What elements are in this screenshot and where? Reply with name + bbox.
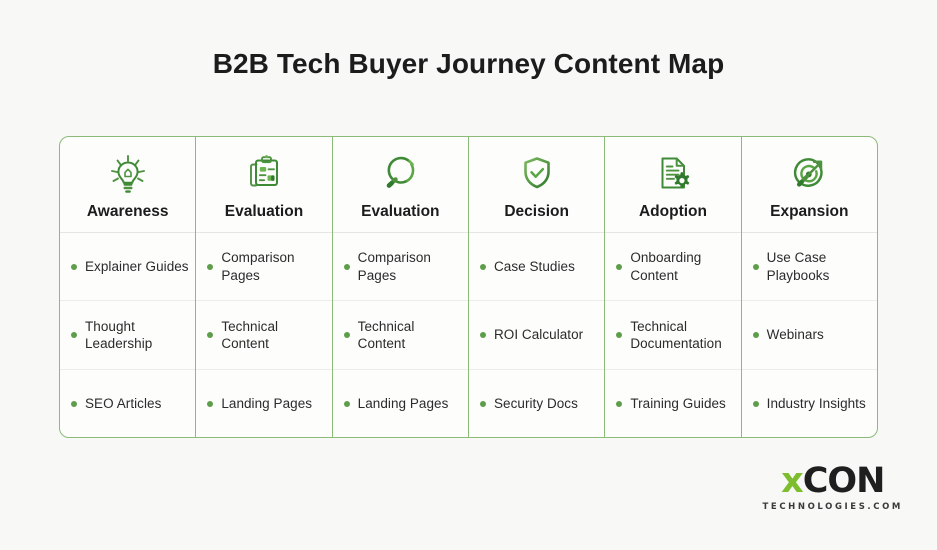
- stage-label: Adoption: [638, 203, 707, 220]
- bullet-icon: [207, 400, 214, 407]
- list-item-label: ROI Calculator: [493, 327, 584, 343]
- clipboard-checklist-icon: [241, 151, 287, 197]
- bullet-icon: [752, 400, 759, 407]
- content-items-list: Onboarding Content Technical Documentati…: [605, 233, 741, 437]
- bullet-icon: [479, 264, 486, 271]
- stage-label: Awareness: [86, 203, 169, 220]
- list-item-label: Training Guides: [630, 395, 726, 411]
- bullet-icon: [343, 264, 350, 271]
- logo-wordmark: xCON: [781, 461, 886, 501]
- stage-column-evaluation-search: Evaluation Comparison Pages Technical Co…: [332, 137, 469, 437]
- list-item-label: Comparison Pages: [221, 250, 295, 283]
- list-item: Industry Insights: [742, 370, 877, 437]
- list-item: Technical Documentation: [605, 301, 741, 370]
- list-item-label: Technical Documentation: [630, 318, 722, 351]
- list-item-label: Use Case Playbooks: [766, 250, 830, 283]
- stage-column-awareness: Awareness Explainer Guides Thought Leade…: [60, 137, 197, 437]
- bullet-icon: [752, 264, 759, 271]
- list-item-label: Thought Leadership: [85, 318, 153, 351]
- list-item-label: SEO Articles: [85, 395, 162, 411]
- list-item: Training Guides: [605, 370, 740, 437]
- content-items-list: Use Case Playbooks Webinars Industry Ins…: [741, 233, 877, 437]
- stage-column-expansion: Expansion Use Case Playbooks Webinars In…: [741, 137, 877, 437]
- bullet-icon: [616, 264, 623, 271]
- lightbulb-icon: [105, 151, 151, 197]
- list-item-label: Security Docs: [493, 395, 578, 411]
- list-item: Comparison Pages: [196, 233, 332, 302]
- page-title: B2B Tech Buyer Journey Content Map: [212, 48, 725, 79]
- bullet-icon: [616, 332, 623, 339]
- list-item-label: Industry Insights: [766, 395, 866, 411]
- list-item: SEO Articles: [60, 370, 195, 437]
- content-items-list: Comparison Pages Technical Content Landi…: [332, 233, 468, 437]
- magnifying-glass-icon: [377, 151, 423, 197]
- stage-label: Expansion: [770, 203, 849, 220]
- list-item-label: Technical Content: [221, 318, 279, 351]
- stage-column-decision: Decision Case Studies ROI Calculator Sec…: [468, 137, 606, 437]
- content-items-list: Explainer Guides Thought Leadership SEO …: [60, 233, 196, 437]
- list-item: Technical Content: [332, 301, 468, 370]
- stage-header: Adoption: [605, 137, 741, 233]
- bullet-icon: [752, 332, 759, 339]
- stage-header: Evaluation: [332, 137, 468, 233]
- list-item-label: Technical Content: [357, 318, 415, 351]
- stage-label: Evaluation: [224, 203, 304, 220]
- list-item: Onboarding Content: [605, 233, 741, 302]
- list-item: Thought Leadership: [60, 301, 196, 370]
- target-arrow-icon: [786, 151, 832, 197]
- bullet-icon: [479, 332, 486, 339]
- stage-label: Decision: [504, 203, 569, 220]
- logo-tagline: TECHNOLOGIES.COM: [762, 502, 903, 512]
- list-item: Explainer Guides: [60, 233, 196, 302]
- list-item-label: Landing Pages: [221, 395, 313, 411]
- list-item-label: Comparison Pages: [357, 250, 431, 283]
- list-item-label: Case Studies: [493, 259, 575, 275]
- list-item-label: Onboarding Content: [630, 250, 702, 283]
- content-items-list: Case Studies ROI Calculator Security Doc…: [468, 233, 605, 437]
- stage-header: Awareness: [60, 137, 196, 233]
- content-items-list: Comparison Pages Technical Content Landi…: [196, 233, 332, 437]
- xcon-logo: xCON TECHNOLOGIES.COM: [762, 461, 903, 513]
- logo-rest-letters: CON: [802, 461, 886, 501]
- stage-header: Decision: [468, 137, 605, 233]
- list-item: Webinars: [741, 301, 877, 370]
- list-item: ROI Calculator: [468, 301, 605, 370]
- list-item-label: Explainer Guides: [85, 259, 189, 275]
- stage-column-adoption: Adoption Onboarding Content Technical Do…: [605, 137, 742, 437]
- bullet-icon: [479, 400, 486, 407]
- bullet-icon: [71, 400, 77, 407]
- list-item: Case Studies: [468, 233, 605, 302]
- shield-check-icon: [514, 151, 560, 197]
- list-item-label: Landing Pages: [357, 395, 449, 411]
- stage-header: Evaluation: [196, 137, 332, 233]
- stage-label: Evaluation: [361, 203, 440, 220]
- bullet-icon: [207, 264, 214, 271]
- logo-accent-letter: x: [781, 461, 804, 501]
- list-item: Landing Pages: [196, 370, 331, 437]
- content-map-table: Awareness Explainer Guides Thought Leade…: [59, 136, 878, 438]
- list-item: Use Case Playbooks: [741, 233, 877, 302]
- document-gear-icon: [650, 151, 696, 197]
- stage-header: Expansion: [741, 137, 877, 233]
- list-item: Landing Pages: [333, 370, 468, 437]
- bullet-icon: [71, 264, 77, 271]
- bullet-icon: [616, 400, 623, 407]
- stage-column-evaluation-clipboard: Evaluation Comparison Pages Technical Co…: [196, 137, 333, 437]
- list-item: Security Docs: [469, 370, 604, 437]
- bullet-icon: [343, 400, 350, 407]
- list-item: Technical Content: [196, 301, 332, 370]
- bullet-icon: [207, 332, 214, 339]
- list-item-label: Webinars: [766, 327, 824, 343]
- bullet-icon: [343, 332, 350, 339]
- list-item: Comparison Pages: [332, 233, 468, 302]
- bullet-icon: [71, 332, 77, 339]
